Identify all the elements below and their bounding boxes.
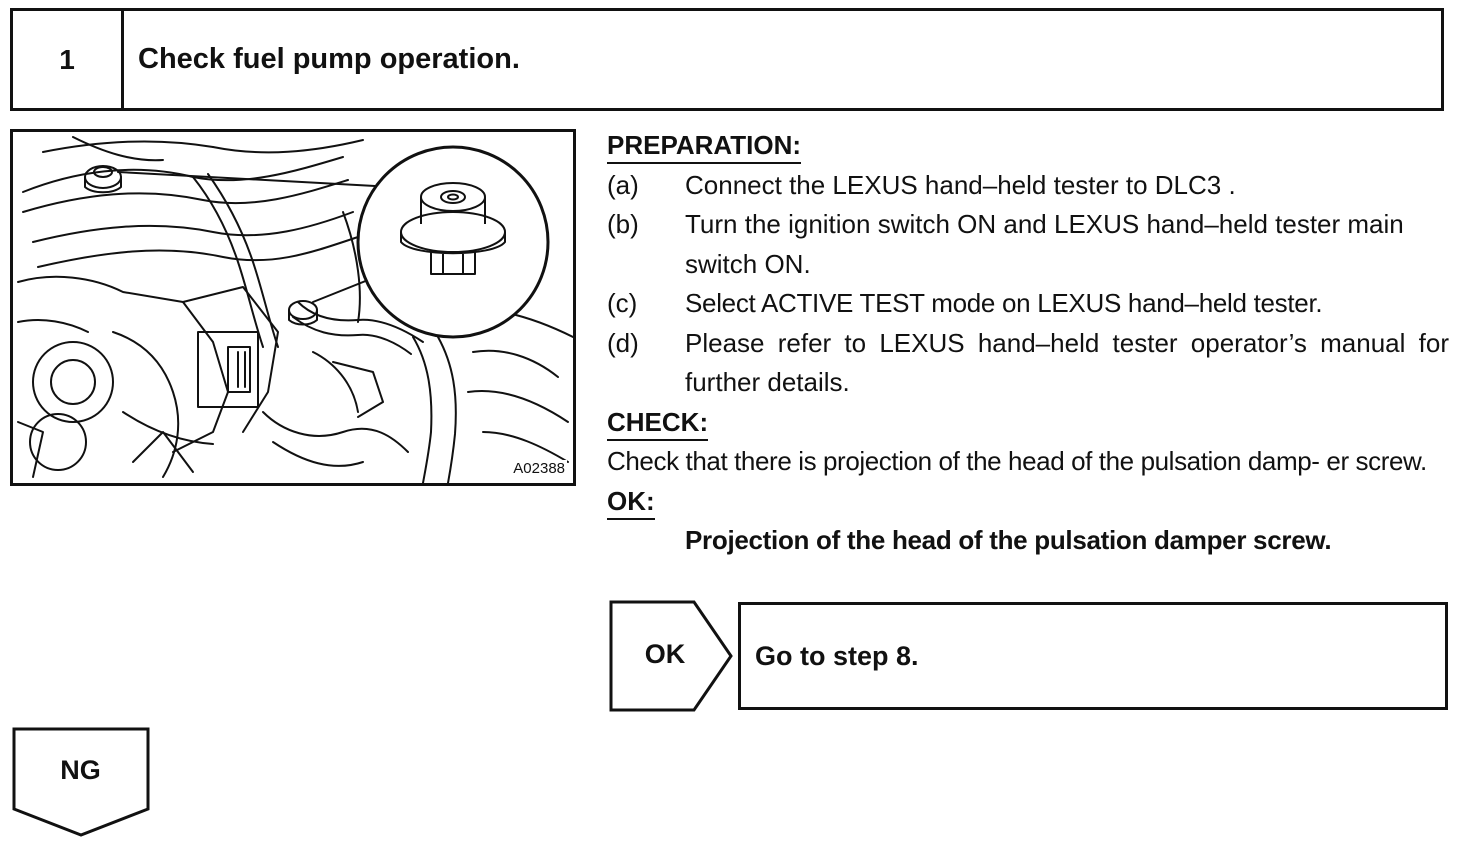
engine-illustration: A02388 — [10, 129, 576, 486]
prep-item-b: (b) Turn the ignition switch ON and LEXU… — [607, 205, 1449, 284]
prep-item-letter: (a) — [607, 169, 639, 200]
step-header: 1 Check fuel pump operation. — [10, 8, 1444, 111]
prep-item-text: Connect the LEXUS hand–held tester to DL… — [685, 169, 1236, 200]
prep-item-d: (d) Please refer to LEXUS hand–held test… — [607, 324, 1449, 403]
engine-line-drawing — [17, 136, 573, 483]
ok-specification: Projection of the head of the pulsation … — [685, 525, 1332, 555]
prep-item-letter: (d) — [607, 327, 639, 358]
prep-item-letter: (b) — [607, 209, 639, 239]
prep-item-text: Select ACTIVE TEST mode on LEXUS hand–he… — [685, 288, 1323, 318]
prep-item-a: (a) Connect the LEXUS hand–held tester t… — [607, 166, 1449, 206]
check-text: Check that there is projection of the he… — [607, 446, 1427, 476]
ok-action-box[interactable]: Go to step 8. — [738, 602, 1448, 710]
ng-tag[interactable]: NG — [12, 727, 152, 844]
preparation-heading: PREPARATION: — [607, 128, 802, 164]
prep-item-text: Turn the ignition switch ON and LEXUS ha… — [685, 209, 1404, 279]
figure-code: A02388 — [511, 460, 567, 477]
ng-arrow-shape — [12, 727, 150, 837]
prep-item-text: Please refer to LEXUS hand–held tester o… — [685, 327, 1449, 398]
step-number: 1 — [13, 11, 124, 108]
ok-tag[interactable]: OK — [609, 600, 734, 717]
check-heading: CHECK: — [607, 405, 709, 441]
ok-heading: OK: — [607, 484, 655, 520]
prep-item-letter: (c) — [607, 288, 638, 318]
step-title: Check fuel pump operation. — [138, 43, 520, 75]
ng-tag-label: NG — [60, 755, 101, 785]
prep-item-c: (c) Select ACTIVE TEST mode on LEXUS han… — [607, 284, 1449, 324]
ok-result-row: OK Go to step 8. — [609, 600, 1451, 712]
ok-arrow-shape — [609, 600, 733, 712]
instructions-column: PREPARATION: (a) Connect the LEXUS hand–… — [607, 126, 1449, 561]
ok-tag-label: OK — [644, 639, 686, 669]
